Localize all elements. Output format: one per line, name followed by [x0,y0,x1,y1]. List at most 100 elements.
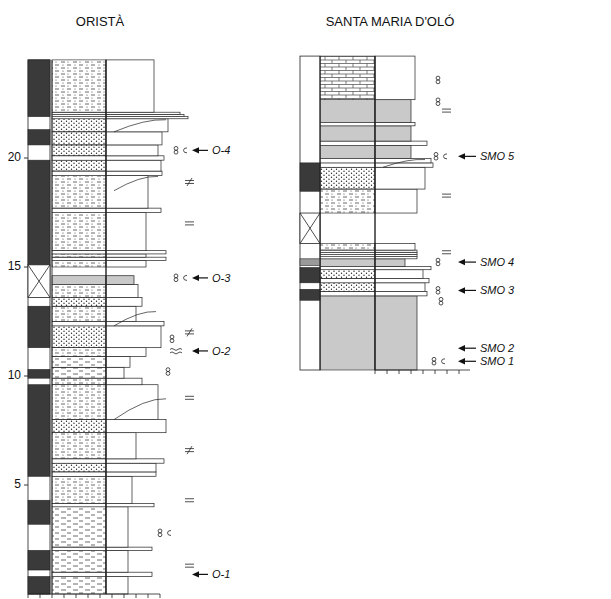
lithology-bed [52,433,106,459]
scale-number: 5 [14,478,21,491]
grain-size-bar [375,141,427,145]
cross-bedding [114,120,166,132]
covered-cross [28,265,50,298]
fossil-symbol [432,357,445,365]
grain-size-bar [106,572,152,576]
fossil-shell [436,98,440,102]
scale-number: 15 [8,260,21,273]
lamination-mark [442,194,451,197]
scale-tick [24,267,28,268]
grain-size-bar [106,254,146,257]
fossil-shell [436,287,440,291]
lithology-bed [52,356,106,367]
fossil-shell [439,301,443,305]
lithology-bed [320,189,375,213]
grain-size-bar [106,547,152,550]
covered-interval [300,213,320,244]
scale-tick [24,376,28,377]
grain-size-bar [106,160,161,171]
sample-arrow-head [192,147,199,153]
lamination-mark [185,222,194,225]
cross-bedding [114,176,158,190]
lithology-bed [52,145,106,156]
grain-size-bar [106,348,146,357]
lithology-bed [320,159,375,163]
grain-size-bar [106,507,128,547]
sample-label: O-2 [212,345,230,357]
grain-size-bar [375,296,417,370]
lithology-bed [52,550,106,572]
lithology-bed [52,459,106,463]
facies-bar-dark [28,306,50,347]
fossil-shell [434,152,438,156]
lithology-bed [52,504,106,507]
lithology-bed [52,260,106,267]
grain-size-bar [375,56,415,100]
lithology-bed [52,420,106,433]
lithology-bed [52,306,106,321]
fossil-shell [174,278,178,282]
lithology-bed [52,322,106,326]
lithology-bed [52,577,106,594]
sample-arrow-head [192,348,199,354]
grain-size-bar [375,283,425,292]
fossil-symbol [434,152,447,160]
fossil-shell [439,297,443,301]
fossil-symbol [158,529,171,537]
facies-bar-grey [300,259,320,266]
fossil-shell [436,258,440,262]
facies-bar-dark [300,268,320,283]
cross-lamination-mark [185,446,194,454]
fossil-shell [170,339,174,343]
fossil-symbol [436,258,440,266]
grain-size-bar [106,60,154,112]
log-column [24,60,208,598]
lamination-mark [185,499,194,502]
lithology-bed [52,60,106,112]
lithology-bed [52,119,106,132]
bivalve-symbol [168,530,172,535]
lithology-bed [52,572,106,576]
covered-cross [300,213,320,244]
sample-label: O-3 [212,272,230,284]
column-title: ORISTÀ [76,15,124,29]
lithology-bed [320,56,375,100]
grain-size-bar [106,433,136,459]
grain-size-bar [106,306,136,321]
facies-bar-dark [28,160,50,265]
grain-size-bar [106,356,130,367]
fossil-shell [436,102,440,106]
lithology-bed [320,292,375,296]
lithology-bed [320,252,375,254]
fossil-symbol [174,146,187,154]
fossil-shell [434,156,438,160]
sample-label: SMO 5 [480,150,514,162]
facies-bar-dark [28,550,50,570]
lithology-bed [320,254,375,256]
grain-size-bar [106,298,142,307]
scale-number: 20 [8,151,21,164]
lithology-bed [52,367,106,378]
grain-size-bar [375,189,417,213]
grain-size-bar [106,378,142,385]
grain-size-bar [106,276,134,285]
fossil-shell [170,335,174,339]
grain-size-bar [375,278,429,282]
fossil-shell [436,76,440,80]
lithology-bed [320,259,375,267]
facies-bar [28,60,50,594]
lithology-bed [52,547,106,550]
lithology-bed [52,175,106,208]
lithology-bed [320,163,375,167]
lithology-bed [320,141,375,145]
fossil-shell [158,533,162,537]
fossil-shell [432,361,436,365]
lithology-bed [320,296,375,370]
lithology-bed [52,284,106,297]
lamination-mark [185,396,194,399]
grain-size-bar [106,213,146,251]
grain-size-bar [106,208,161,212]
lithology-bed [52,326,106,348]
